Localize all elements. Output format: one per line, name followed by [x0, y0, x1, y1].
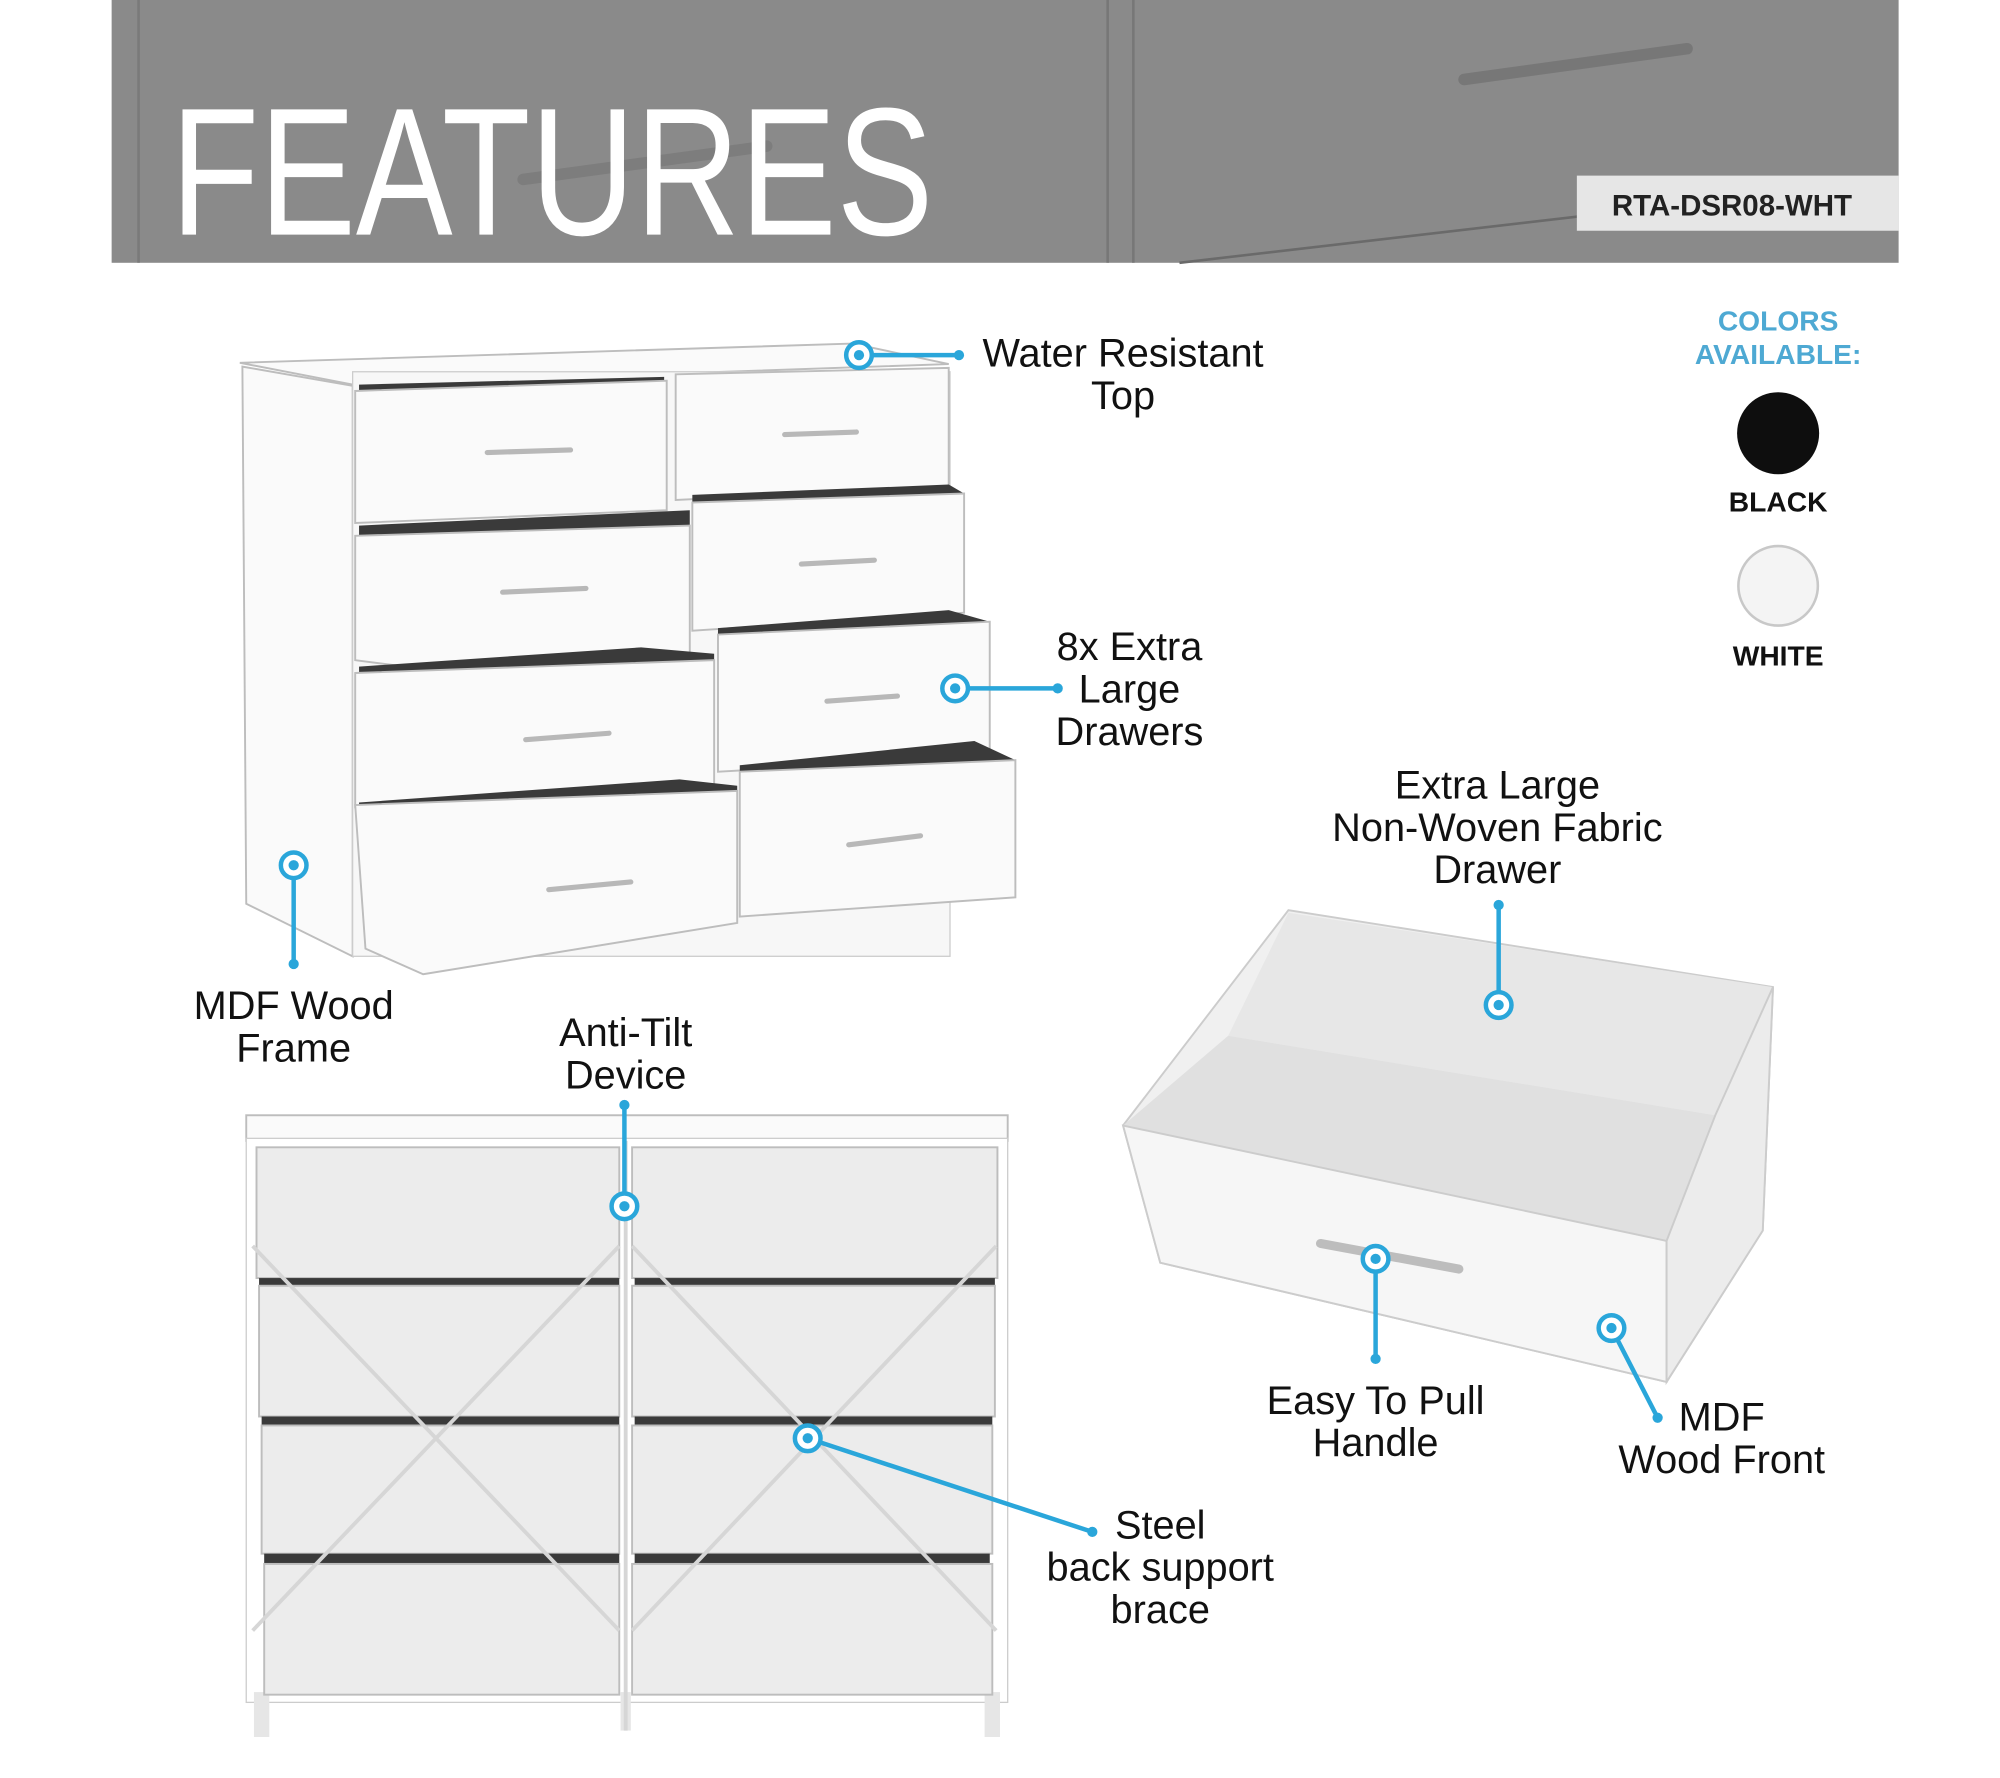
callout-anti-tilt-device: Anti-Tilt Device: [559, 1011, 692, 1222]
colors-available: COLORS AVAILABLE: BLACK WHITE: [1695, 305, 1862, 672]
page-title: FEATURES: [171, 70, 934, 274]
colors-heading-line2: AVAILABLE:: [1695, 338, 1862, 370]
callout-steel-brace: Steel back support brace: [792, 1423, 1274, 1632]
swatch-white-label: WHITE: [1733, 639, 1824, 671]
callout-text: Steel: [1115, 1503, 1206, 1547]
model-code-badge: [1576, 175, 1899, 231]
callout-fabric-drawer: Extra Large Non-Woven Fabric Drawer: [1332, 764, 1663, 1021]
callout-text: Large: [1079, 667, 1181, 711]
swatch-black[interactable]: [1737, 392, 1820, 475]
dresser-front-image: [239, 342, 1017, 976]
callout-text: Top: [1091, 374, 1155, 418]
callout-mdf-wood-frame: MDF Wood Frame: [194, 850, 394, 1070]
callout-text: back support: [1047, 1546, 1274, 1590]
callout-text: brace: [1111, 1588, 1210, 1632]
dresser-back-image: [245, 1114, 1009, 1737]
callout-text: Anti-Tilt: [559, 1011, 692, 1055]
swatch-white[interactable]: [1737, 544, 1820, 627]
model-code: RTA-DSR08-WHT: [1612, 189, 1852, 222]
callout-text: Easy To Pull: [1267, 1379, 1485, 1423]
callout-text: Handle: [1313, 1421, 1439, 1465]
callout-text: Drawers: [1056, 710, 1204, 754]
callout-text: Drawer: [1433, 848, 1561, 892]
colors-heading-line1: COLORS: [1718, 305, 1839, 337]
fabric-drawer-image: [1121, 909, 1774, 1386]
back-drawers: [255, 1146, 999, 1696]
callout-text: Water Resistant: [983, 332, 1264, 376]
swatch-black-label: BLACK: [1729, 485, 1828, 517]
callout-text: MDF: [1679, 1396, 1765, 1440]
callout-text: Frame: [236, 1026, 351, 1070]
callout-text: Device: [565, 1053, 686, 1097]
header-banner: FEATURES RTA-DSR08-WHT: [111, 0, 1899, 274]
callout-mdf-wood-front: MDF Wood Front: [1596, 1312, 1825, 1482]
callout-text: Wood Front: [1618, 1438, 1825, 1482]
background-handle-icon: [1458, 42, 1693, 86]
callout-text: Extra Large: [1395, 764, 1600, 808]
callout-text: 8x Extra: [1057, 625, 1204, 669]
callout-extra-large-drawers: 8x Extra Large Drawers: [940, 625, 1204, 754]
callout-text: MDF Wood: [194, 984, 394, 1028]
callout-pull-handle: Easy To Pull Handle: [1267, 1243, 1485, 1465]
callout-text: Non-Woven Fabric: [1332, 806, 1662, 850]
callout-water-resistant-top: Water Resistant Top: [843, 332, 1264, 418]
